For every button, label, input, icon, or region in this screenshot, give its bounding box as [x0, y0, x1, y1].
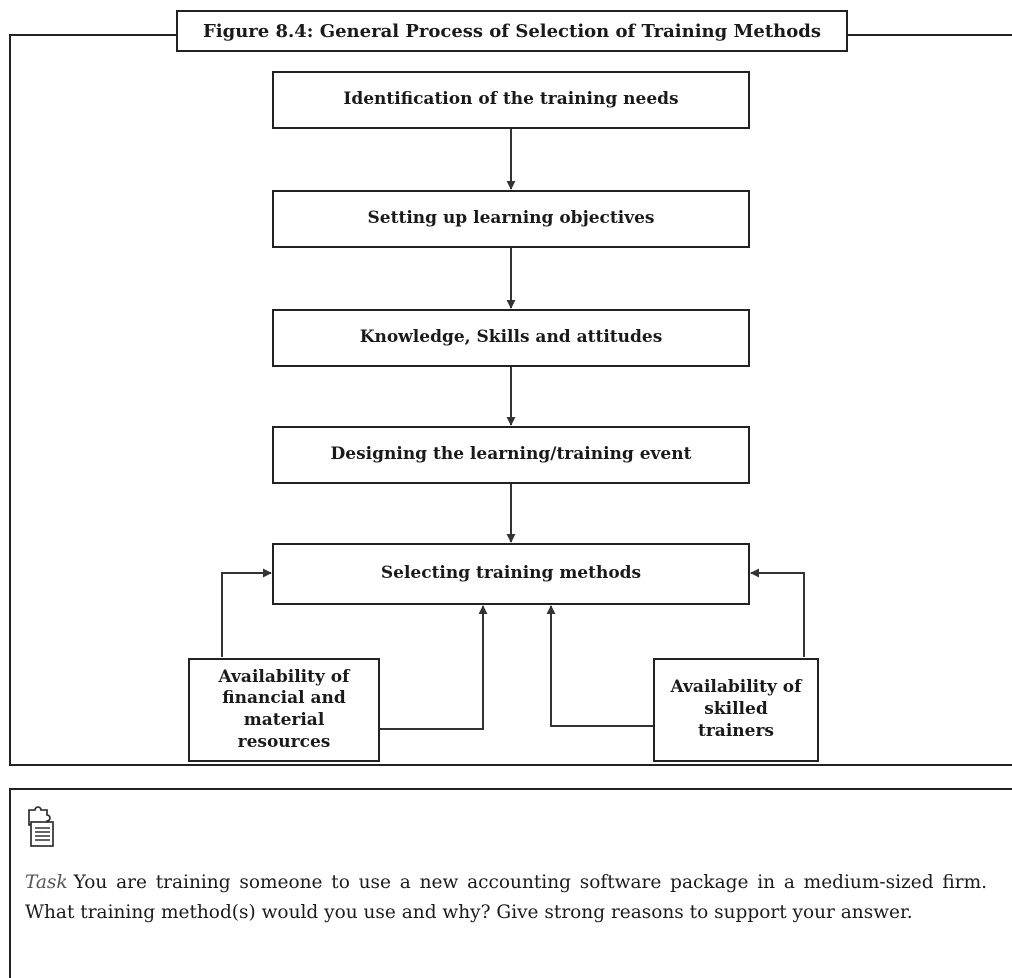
arrow-financial-side-to-selecting — [380, 605, 488, 730]
step-selecting-node: Selecting training methods — [272, 543, 750, 605]
puzzle-document-icon — [28, 806, 54, 847]
arrow-financial-top-to-selecting — [221, 568, 272, 657]
arrow-trainers-side-to-selecting — [546, 605, 653, 727]
arrow-trainers-top-to-selecting — [750, 568, 805, 657]
step-objectives-node: Setting up learning objectives — [272, 190, 750, 248]
step-ksa-node: Knowledge, Skills and attitudes — [272, 309, 750, 367]
task-body: You are training someone to use a new ac… — [25, 872, 987, 923]
step-designing-node: Designing the learning/training event — [272, 426, 750, 484]
task-label: Task — [25, 872, 68, 893]
step-identification-node: Identification of the training needs — [272, 71, 750, 129]
input-skilled-trainers-node: Availability of skilled trainers — [653, 658, 819, 762]
task-box — [9, 788, 1012, 978]
figure-caption: Figure 8.4: General Process of Selection… — [176, 10, 848, 52]
input-financial-resources-node: Availability of financial and material r… — [188, 658, 380, 762]
